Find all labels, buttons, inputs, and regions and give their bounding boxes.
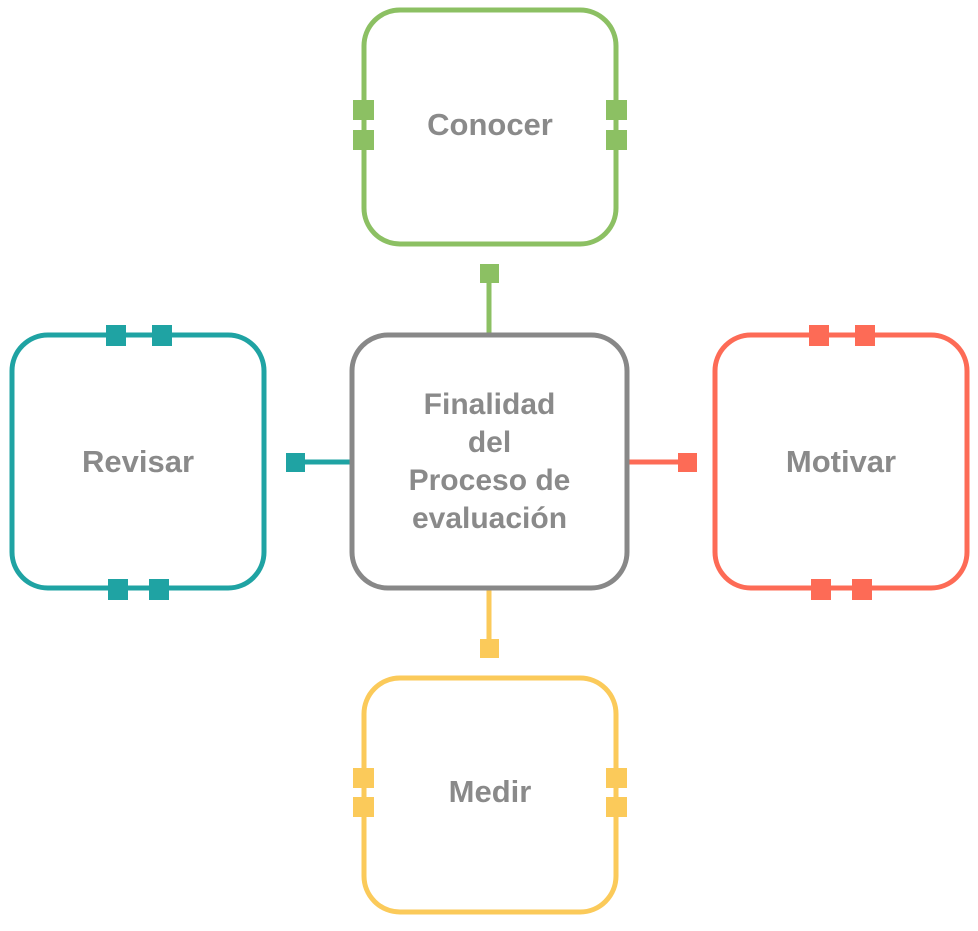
center-line-1: Finalidad (423, 387, 556, 421)
node-left-label: Revisar (81, 443, 195, 479)
center-line-3: Proceso de (408, 463, 571, 497)
center-label: Finalidad del Proceso de evaluación (352, 335, 627, 588)
node-right-box (712, 325, 970, 600)
center-box (349, 332, 630, 591)
node-bottom-box (353, 675, 627, 915)
center-line-4: evaluación (411, 501, 568, 535)
center-line-2: del (467, 425, 512, 459)
node-right-label: Motivar (785, 443, 897, 479)
node-top-label: Conocer (427, 107, 553, 142)
connector-right (627, 453, 697, 472)
connector-top (480, 264, 499, 335)
node-left-box (9, 325, 267, 600)
connector-bottom (480, 588, 499, 658)
node-bottom-label: Medir (448, 774, 532, 809)
node-top-box (353, 7, 627, 247)
connector-left (286, 453, 352, 472)
